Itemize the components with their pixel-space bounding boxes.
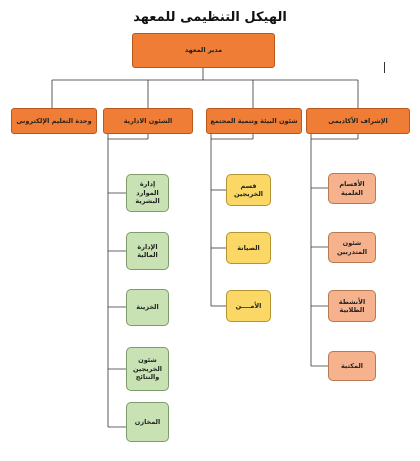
community-child-box: الصيانة: [226, 232, 271, 264]
dept-academic-label: الإشراف الأكاديمى: [328, 116, 388, 125]
community-child-box: الأمــــن: [226, 290, 271, 322]
admin-child-box: المخازن: [126, 402, 169, 442]
academic-child-label: شئون المتدربين: [336, 239, 368, 256]
academic-child-label: الأنشطة الطلابية: [338, 297, 366, 314]
admin-child-box: الإدارة المالية: [126, 232, 169, 270]
dept-elearning-box: وحدة التعليم الإلكترونى: [11, 108, 97, 134]
page-title: الهيكل التنظيمى للمعهد: [133, 10, 287, 25]
academic-child-label: المكتبة: [340, 361, 364, 370]
dept-community-label: شئون البيئة وتنمية المجتمع: [210, 116, 298, 125]
dept-elearning-label: وحدة التعليم الإلكترونى: [16, 116, 92, 125]
academic-child-box: الأقسام العلمية: [328, 173, 376, 204]
community-child-label: قسم الخريجين: [233, 181, 264, 198]
community-child-label: الصيانة: [237, 243, 260, 252]
director-box: مدير المعهد: [132, 33, 275, 68]
admin-child-label: الإدارة المالية: [137, 242, 158, 259]
community-child-box: قسم الخريجين: [226, 174, 271, 206]
academic-child-box: شئون المتدربين: [328, 232, 376, 263]
admin-child-label: شئون الخريجين والنتائج: [132, 356, 163, 382]
dept-community-box: شئون البيئة وتنمية المجتمع: [206, 108, 302, 134]
dept-academic-box: الإشراف الأكاديمى: [306, 108, 410, 134]
director-label: مدير المعهد: [184, 46, 223, 55]
academic-child-label: الأقسام العلمية: [339, 180, 365, 197]
dept-admin-box: الشئون الادارية: [103, 108, 193, 134]
dept-admin-label: الشئون الادارية: [123, 116, 173, 125]
admin-child-label: المخازن: [134, 417, 161, 426]
community-child-label: الأمــــن: [235, 301, 262, 310]
admin-child-label: إدارة الموارد البشرية: [135, 180, 160, 206]
admin-child-label: الخزينة: [136, 303, 159, 312]
admin-child-box: إدارة الموارد البشرية: [126, 174, 169, 212]
admin-child-box: الخزينة: [126, 289, 169, 326]
academic-child-box: الأنشطة الطلابية: [328, 290, 376, 322]
academic-child-box: المكتبة: [328, 351, 376, 381]
admin-child-box: شئون الخريجين والنتائج: [126, 347, 169, 391]
edge-mark: [384, 62, 385, 73]
